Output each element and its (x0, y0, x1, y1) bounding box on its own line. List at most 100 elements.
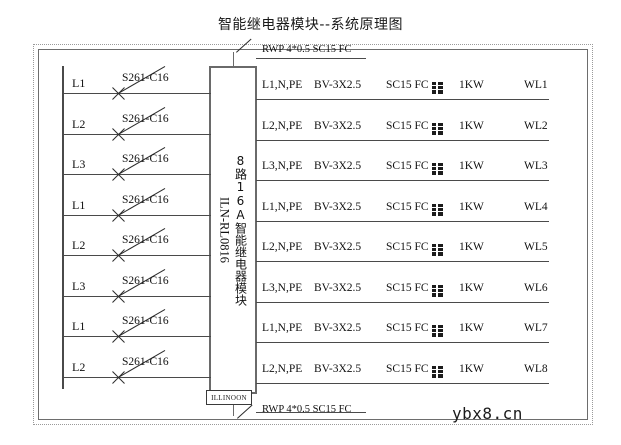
outgoing-line (256, 220, 549, 222)
cable-spec-label: BV-3X2.5 (314, 241, 362, 253)
conduit-label: SC15 FC (386, 281, 429, 294)
conduit-label: SC15 FC (386, 79, 429, 91)
conduit-label: SC15 FC (386, 200, 429, 213)
circuit-id-label: WL8 (524, 362, 548, 375)
outgoing-line (256, 342, 549, 343)
phase-label: L1 (72, 319, 86, 333)
breaker-label: S261-C16 (122, 234, 169, 246)
top-feed-line (256, 58, 366, 59)
power-label: 1KW (459, 281, 484, 294)
conduit-label: SC15 FC (386, 160, 429, 172)
wiring-label: L2,N,PE (262, 362, 303, 375)
circuit-id-label: WL4 (524, 200, 548, 213)
phase-label: L3 (72, 278, 86, 293)
circuit-id-label: WL6 (524, 281, 548, 294)
frame-edge-mark (554, 398, 567, 402)
drawing-inner-frame (38, 49, 588, 420)
incoming-line (62, 255, 211, 256)
power-label: 1KW (459, 322, 484, 334)
lamp-icon (432, 284, 443, 297)
incoming-line (62, 336, 211, 337)
brand-box: ILLINOON (206, 390, 252, 405)
incoming-line (62, 214, 211, 216)
lamp-icon (432, 82, 443, 94)
phase-label: L2 (72, 116, 86, 131)
power-label: 1KW (459, 362, 484, 375)
phase-label: L1 (72, 76, 86, 90)
outgoing-line (256, 139, 549, 141)
top-feed-stub (233, 52, 234, 66)
breaker-label: S261-C16 (122, 72, 169, 84)
circuit-id-label: WL5 (524, 241, 548, 253)
conduit-label: SC15 FC (386, 119, 429, 132)
conduit-label: SC15 FC (386, 322, 429, 334)
incoming-line (62, 295, 211, 297)
cable-spec-label: BV-3X2.5 (314, 362, 362, 375)
wiring-label: L1,N,PE (262, 79, 303, 91)
incoming-line (62, 376, 211, 378)
power-label: 1KW (459, 119, 484, 132)
power-label: 1KW (459, 160, 484, 172)
wiring-label: L1,N,PE (262, 200, 303, 213)
cable-spec-label: BV-3X2.5 (314, 281, 362, 294)
cable-spec-label: BV-3X2.5 (314, 200, 362, 213)
breaker-label: S261-C16 (122, 193, 169, 206)
outgoing-line (256, 99, 549, 100)
outgoing-line (256, 180, 549, 181)
incoming-line (62, 174, 211, 175)
cable-spec-label: BV-3X2.5 (314, 322, 362, 334)
bottom-feed-stub (233, 394, 234, 416)
cable-spec-label: BV-3X2.5 (314, 119, 362, 132)
lamp-icon (432, 325, 443, 337)
lamp-icon (432, 203, 443, 216)
phase-label: L1 (72, 197, 86, 212)
incoming-line (62, 133, 211, 135)
wiring-label: L3,N,PE (262, 281, 303, 294)
outgoing-line (256, 261, 549, 262)
cable-spec-label: BV-3X2.5 (314, 79, 362, 91)
bottom-feed-annotation: RWP 4*0.5 SC15 FC (262, 404, 352, 415)
breaker-label: S261-C16 (122, 153, 169, 165)
lamp-icon (432, 244, 443, 256)
outgoing-line (256, 301, 549, 303)
drawing-outer-frame (33, 44, 593, 425)
relay-module-name: 8路16A智能继电器模块 (233, 154, 248, 306)
power-label: 1KW (459, 79, 484, 91)
lamp-icon (432, 365, 443, 378)
power-label: 1KW (459, 241, 484, 253)
supply-bus-line (62, 66, 64, 389)
phase-label: L3 (72, 157, 86, 171)
outgoing-line (256, 382, 549, 384)
circuit-id-label: WL2 (524, 119, 548, 132)
lamp-icon (432, 163, 443, 175)
top-feed-annotation: RWP 4*0.5 SC15 FC (262, 44, 352, 55)
wiring-label: L1,N,PE (262, 322, 303, 334)
conduit-label: SC15 FC (386, 241, 429, 253)
relay-module-model: ILN-RL0816 (217, 197, 232, 263)
wiring-label: L3,N,PE (262, 160, 303, 172)
incoming-line (62, 93, 211, 94)
phase-label: L2 (72, 238, 86, 252)
wiring-label: L2,N,PE (262, 241, 303, 253)
bottom-feed-line (256, 412, 366, 413)
phase-label: L2 (72, 359, 86, 374)
breaker-label: S261-C16 (122, 274, 169, 287)
breaker-label: S261-C16 (122, 315, 169, 327)
breaker-label: S261-C16 (122, 355, 169, 368)
watermark-text: ybx8.cn (452, 404, 523, 423)
circuit-id-label: WL3 (524, 160, 548, 172)
brand-label: ILLINOON (211, 393, 247, 402)
wiring-label: L2,N,PE (262, 119, 303, 132)
circuit-id-label: WL7 (524, 322, 548, 334)
relay-module-block (209, 66, 257, 394)
conduit-label: SC15 FC (386, 362, 429, 375)
